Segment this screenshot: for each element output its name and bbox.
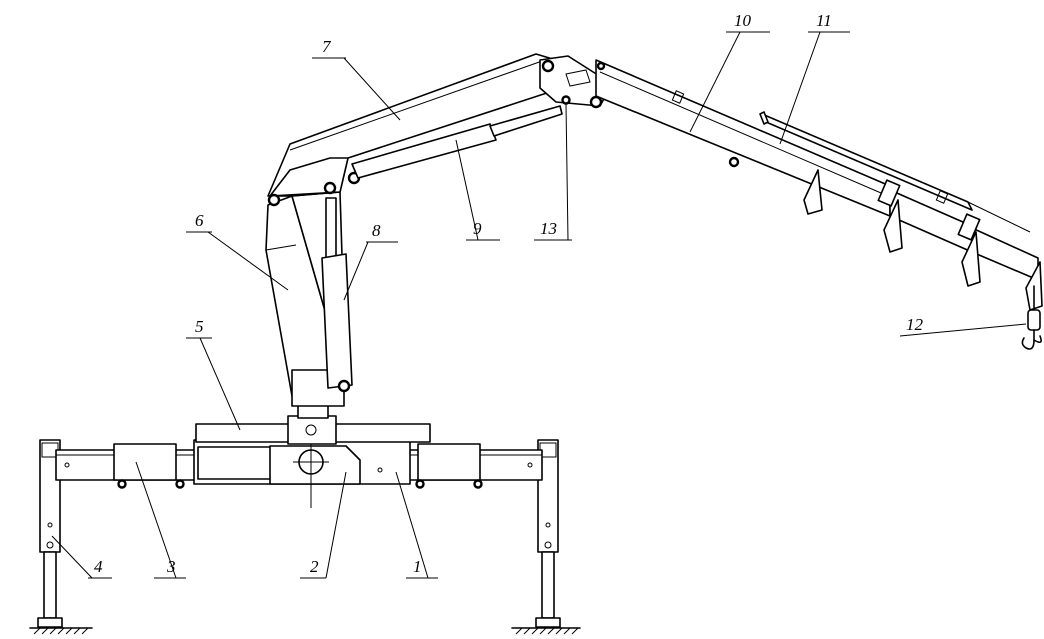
svg-text:1: 1 <box>413 557 422 576</box>
label-5: 5 <box>186 317 241 431</box>
label-4: 4 <box>51 535 112 579</box>
extension-cylinder <box>759 111 1031 233</box>
svg-text:9: 9 <box>473 219 482 238</box>
label-13: 13 <box>534 103 572 241</box>
label-7: 7 <box>312 37 401 121</box>
label-12: 12 <box>899 315 1027 337</box>
svg-text:10: 10 <box>734 11 752 30</box>
label-9: 9 <box>455 139 500 241</box>
crane-hook <box>1021 285 1042 350</box>
outer-boom <box>595 59 1043 311</box>
outer-boom-cylinder <box>351 105 563 179</box>
svg-text:11: 11 <box>816 11 832 30</box>
base-frame <box>193 439 411 508</box>
lift-cylinder <box>321 197 353 393</box>
svg-text:8: 8 <box>372 221 381 240</box>
label-6: 6 <box>186 211 289 291</box>
slewing-unit <box>195 403 431 445</box>
label-10: 10 <box>689 11 770 133</box>
ground-left <box>29 627 93 635</box>
label-11: 11 <box>779 11 850 145</box>
outrigger-leg-right <box>535 439 561 628</box>
svg-text:13: 13 <box>540 219 557 238</box>
svg-text:3: 3 <box>166 557 176 576</box>
svg-text:6: 6 <box>195 211 204 230</box>
svg-text:12: 12 <box>906 315 924 334</box>
svg-text:2: 2 <box>310 557 319 576</box>
svg-text:7: 7 <box>322 37 332 56</box>
svg-text:5: 5 <box>195 317 204 336</box>
label-2: 2 <box>300 471 347 579</box>
label-1: 1 <box>395 471 438 579</box>
svg-text:4: 4 <box>94 557 103 576</box>
label-8: 8 <box>343 221 398 301</box>
label-3: 3 <box>135 461 186 579</box>
ground-right <box>511 627 581 635</box>
knuckle-linkage <box>539 55 613 109</box>
outrigger-leg-left <box>37 439 63 628</box>
